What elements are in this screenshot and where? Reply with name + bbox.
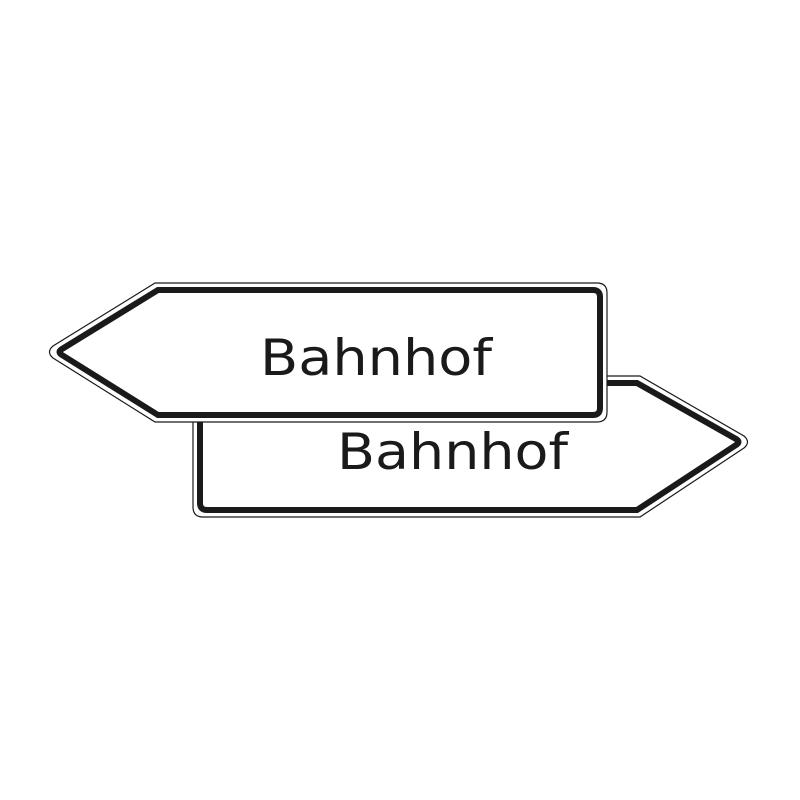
- sign-left-label: Bahnhof: [260, 329, 494, 387]
- sign-right-label: Bahnhof: [337, 423, 570, 481]
- sign-left-arrow: Bahnhof: [48, 282, 608, 423]
